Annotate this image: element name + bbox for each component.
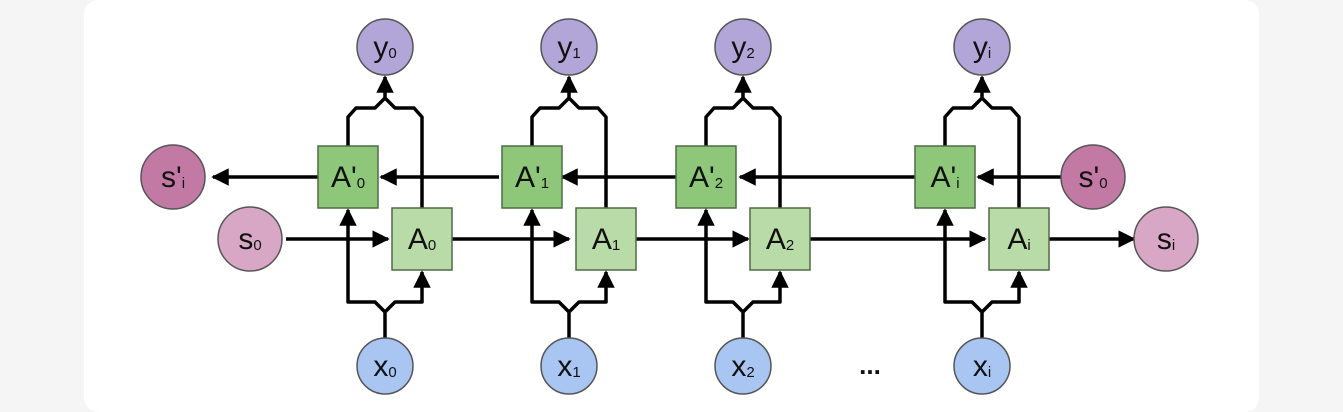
forward-cell-ai: Ai [988, 207, 1050, 271]
edge-ai-to-yi [980, 96, 1021, 208]
input-node-x2: x2 [714, 337, 772, 395]
diagram-card [84, 0, 1259, 412]
edge-xi-to-ai [980, 270, 1028, 314]
svg-text:s0: s0 [238, 223, 261, 256]
edges [211, 75, 1136, 338]
edge-x2-to-ap2 [697, 208, 745, 338]
svg-text:x0: x0 [373, 350, 396, 383]
edge-a2-to-y2 [741, 96, 782, 208]
edge-x2-to-a2 [741, 270, 789, 314]
forward-cell-a0: A0 [391, 207, 453, 271]
svg-text:y0: y0 [373, 31, 396, 64]
edge-a1-to-y1 [567, 96, 608, 208]
svg-text:A'2: A'2 [689, 161, 723, 194]
svg-text:y2: y2 [731, 31, 754, 64]
svg-text:x1: x1 [557, 350, 580, 383]
backward-cell-a2: A'2 [675, 145, 737, 209]
svg-text:A'1: A'1 [515, 161, 549, 194]
svg-text:x2: x2 [731, 350, 754, 383]
output-node-y0: y0 [356, 18, 414, 76]
ellipsis: ... [859, 350, 881, 380]
edge-x1-to-a1 [567, 270, 615, 314]
state-node-si-prime: s'i [140, 144, 206, 210]
misc: ... [859, 350, 881, 380]
svg-text:si: si [1157, 223, 1175, 256]
edge-ap1-to-y1 [530, 75, 578, 146]
output-node-y1: y1 [540, 18, 598, 76]
svg-text:A'0: A'0 [331, 161, 365, 194]
edge-x0-to-a0 [383, 270, 431, 314]
backward-cell-a1: A'1 [501, 145, 563, 209]
svg-text:Ai: Ai [1007, 223, 1030, 256]
svg-text:xi: xi [973, 350, 991, 383]
edge-x1-to-ap1 [523, 208, 571, 338]
state-node-si: si [1133, 206, 1199, 272]
svg-text:A1: A1 [592, 223, 620, 256]
output-node-yi: yi [953, 18, 1011, 76]
svg-text:A0: A0 [408, 223, 436, 256]
svg-text:A2: A2 [766, 223, 794, 256]
input-node-xi: xi [953, 337, 1011, 395]
svg-text:yi: yi [973, 31, 991, 64]
svg-text:y1: y1 [557, 31, 580, 64]
edge-ap0-to-y0 [346, 75, 394, 146]
backward-cell-ai: A'i [914, 145, 976, 209]
svg-text:s'i: s'i [161, 161, 185, 194]
edge-api-to-yi [943, 75, 991, 146]
nodes: A'0A0 y0 x0 A'1A1 y1 x1 A'2A2 y2 x2 A'iAi yi xi s0 si… [140, 18, 1199, 395]
state-node-s0-prime: s'0 [1060, 144, 1126, 210]
input-node-x1: x1 [540, 337, 598, 395]
state-node-s0: s0 [217, 206, 283, 272]
output-node-y2: y2 [714, 18, 772, 76]
edge-ap2-to-y2 [704, 75, 752, 146]
forward-cell-a2: A2 [749, 207, 811, 271]
edge-xi-to-api [936, 208, 984, 338]
forward-cell-a1: A1 [575, 207, 637, 271]
svg-text:s'0: s'0 [1078, 161, 1107, 194]
svg-text:A'i: A'i [930, 161, 959, 194]
input-node-x0: x0 [356, 337, 414, 395]
edge-x0-to-ap0 [339, 208, 387, 338]
backward-cell-a0: A'0 [317, 145, 379, 209]
edge-a0-to-y0 [383, 96, 424, 208]
